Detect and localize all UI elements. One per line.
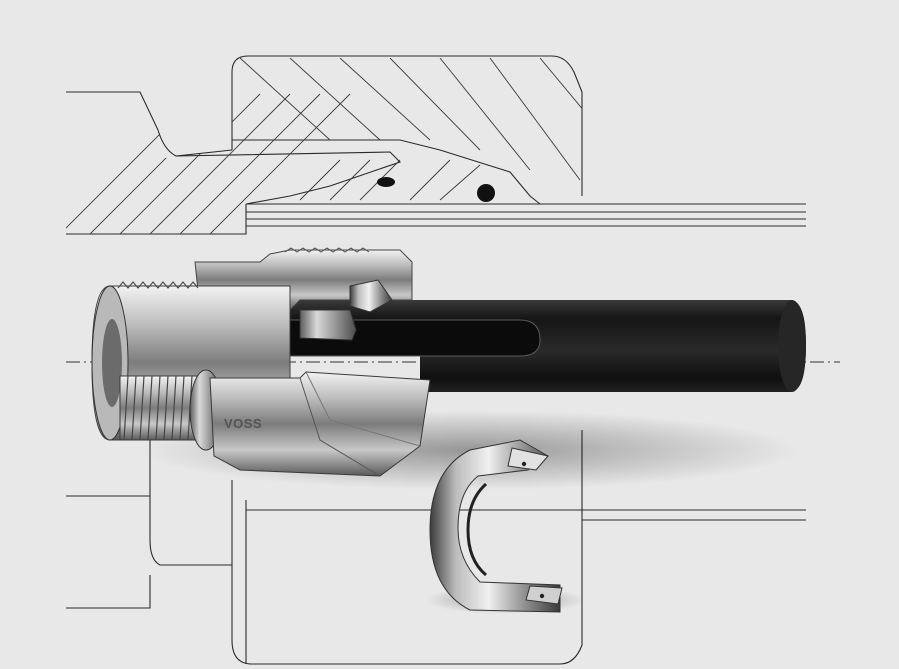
lower-body: VOSS	[119, 369, 431, 477]
tube-end	[778, 300, 806, 392]
lower-body-outline-a	[66, 495, 232, 566]
nut-outline	[231, 55, 583, 196]
cutting-ring-sleeve	[299, 309, 357, 341]
nut-inner-cone	[232, 139, 541, 205]
hex-edge-1	[299, 377, 381, 477]
cutting-ring	[349, 279, 393, 313]
ring-cut-bottom	[525, 585, 563, 605]
ring-mark-bottom	[539, 593, 545, 599]
section-hatching	[66, 58, 582, 234]
seal-ring-section	[377, 177, 395, 187]
lower-nut-outline	[231, 430, 583, 665]
stud-thread	[123, 375, 193, 441]
hex-edge-2	[305, 371, 421, 447]
body-cone	[175, 151, 402, 205]
ring-groove	[466, 482, 488, 577]
union-nut-thread	[284, 247, 370, 253]
ring-cut-top	[507, 447, 549, 471]
o-ring-section	[477, 184, 495, 202]
body-lower-edge	[66, 204, 247, 235]
ring-mark-top	[521, 461, 527, 467]
fitting-body-top-thread	[117, 281, 199, 289]
lower-body-outline-b	[66, 575, 151, 609]
fitting-bore	[102, 319, 122, 407]
loose-ring	[425, 439, 585, 614]
brand-marking: VOSS	[224, 416, 262, 431]
upper-body-outline	[66, 91, 233, 157]
ring-body	[429, 439, 561, 613]
